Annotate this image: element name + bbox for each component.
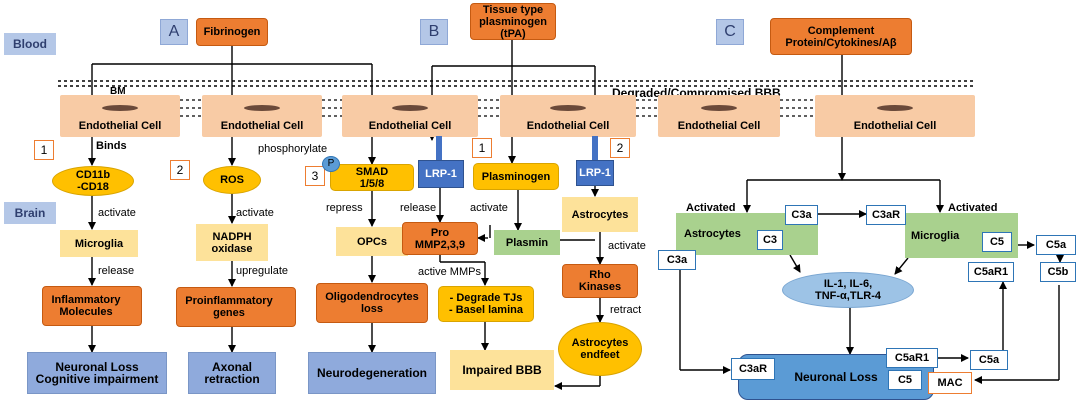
binds-label: Binds <box>96 140 127 152</box>
activated-label: Activated <box>948 202 998 214</box>
pro-mmp-box: Pro MMP2,3,9 <box>402 222 478 255</box>
endothelial-cell: Endothelial Cell <box>60 95 180 137</box>
step-number-2: 2 <box>610 138 630 158</box>
retract-label: retract <box>610 304 642 316</box>
nucleus-shape <box>701 105 737 111</box>
lrp1-receptor-stem <box>436 136 442 160</box>
nucleus-shape <box>102 105 138 111</box>
activate-label: activate <box>98 207 136 219</box>
smad-box: SMAD 1/5/8 <box>330 164 414 191</box>
endothelial-cell: Endothelial Cell <box>500 95 636 137</box>
blood-label: Blood <box>4 33 56 55</box>
panel-a-arrows <box>88 46 376 353</box>
c3ar-box: C3aR <box>866 205 906 225</box>
release-label: release <box>98 265 135 277</box>
panel-b-label: B <box>420 19 448 45</box>
step-number-3: 3 <box>305 166 325 186</box>
activated-label: Activated <box>686 202 736 214</box>
opcs-box: OPCs <box>336 227 408 256</box>
c5ar1-box: C5aR1 <box>968 262 1014 282</box>
panel-a-label: A <box>160 19 188 45</box>
plasmin-box: Plasmin <box>494 230 560 255</box>
lrp1-receptor-stem <box>592 136 598 160</box>
activate-label: activate <box>470 202 508 214</box>
active-mmps-label: active MMPs <box>418 266 481 278</box>
nucleus-shape <box>877 105 913 111</box>
step-number-2: 2 <box>170 160 190 180</box>
phosphate-node: P <box>322 156 340 172</box>
bm-label: BM <box>110 86 126 97</box>
proinflammatory-genes-box: Proinflammatory genes <box>176 287 296 327</box>
astrocytes-box: Astrocytes <box>562 197 638 232</box>
rho-kinases-box: Rho Kinases <box>562 264 638 298</box>
cd11b-node: CD11b -CD18 <box>52 166 134 196</box>
oligodendrocytes-loss-box: Oligodendrocytes loss <box>316 283 428 323</box>
complement-box: Complement Protein/Cytokines/Aβ <box>770 18 912 55</box>
axonal-retraction-box: Axonal retraction <box>188 352 276 394</box>
plasminogen-box: Plasminogen <box>473 163 559 190</box>
neurodegeneration-box: Neurodegeneration <box>308 352 436 394</box>
step-number-1: 1 <box>34 140 54 160</box>
c3a-box: C3a <box>658 250 696 270</box>
release-label: release <box>400 202 437 214</box>
activate-label: activate <box>608 240 646 252</box>
c5b-box: C5b <box>1040 262 1076 282</box>
endothelial-cell: Endothelial Cell <box>815 95 975 137</box>
fibrinogen-box: Fibrinogen <box>196 18 268 46</box>
c5a-box: C5a <box>1036 235 1076 255</box>
activate-label: activate <box>236 207 274 219</box>
cytokines-node: IL-1, IL-6, TNF-α,TLR-4 <box>782 272 914 308</box>
inflammatory-molecules-box: Inflammatory Molecules <box>42 286 142 326</box>
degrade-box: - Degrade TJs - Basel lamina <box>438 286 534 322</box>
lrp1-box: LRP-1 <box>576 160 614 186</box>
c5-box: C5 <box>982 232 1012 252</box>
c5ar1-box: C5aR1 <box>886 348 938 368</box>
endothelial-cell: Endothelial Cell <box>342 95 478 137</box>
upregulate-label: upregulate <box>236 265 288 277</box>
lrp1-box: LRP-1 <box>418 160 464 188</box>
nucleus-shape <box>392 105 428 111</box>
c5a-box: C5a <box>970 350 1008 370</box>
repress-label: repress <box>326 202 363 214</box>
panel-c-arrows <box>679 55 1064 384</box>
microglia-box: Microglia <box>60 230 138 257</box>
c3ar-box: C3aR <box>731 358 775 380</box>
brain-label: Brain <box>4 202 56 224</box>
endothelial-cell: Endothelial Cell <box>658 95 780 137</box>
impaired-bbb-box: Impaired BBB <box>450 350 554 390</box>
tpa-box: Tissue type plasminogen (tPA) <box>470 3 556 40</box>
astrocytes-endfeet-node: Astrocytes endfeet <box>558 322 642 376</box>
nucleus-shape <box>244 105 280 111</box>
mac-box: MAC <box>928 372 972 394</box>
nucleus-shape <box>550 105 586 111</box>
endothelial-junction-lines <box>180 99 815 117</box>
c3a-box: C3a <box>785 205 818 225</box>
neuronal-loss-box: Neuronal Loss Cognitive impairment <box>27 352 167 394</box>
c3-box: C3 <box>757 230 783 250</box>
endothelial-cell: Endothelial Cell <box>202 95 322 137</box>
phosphorylate-label: phosphorylate <box>258 143 328 155</box>
step-number-1: 1 <box>472 138 492 158</box>
c5-box: C5 <box>888 370 922 390</box>
ros-node: ROS <box>203 166 261 194</box>
panel-c-label: C <box>716 19 744 45</box>
nadph-oxidase-box: NADPH oxidase <box>196 224 268 261</box>
